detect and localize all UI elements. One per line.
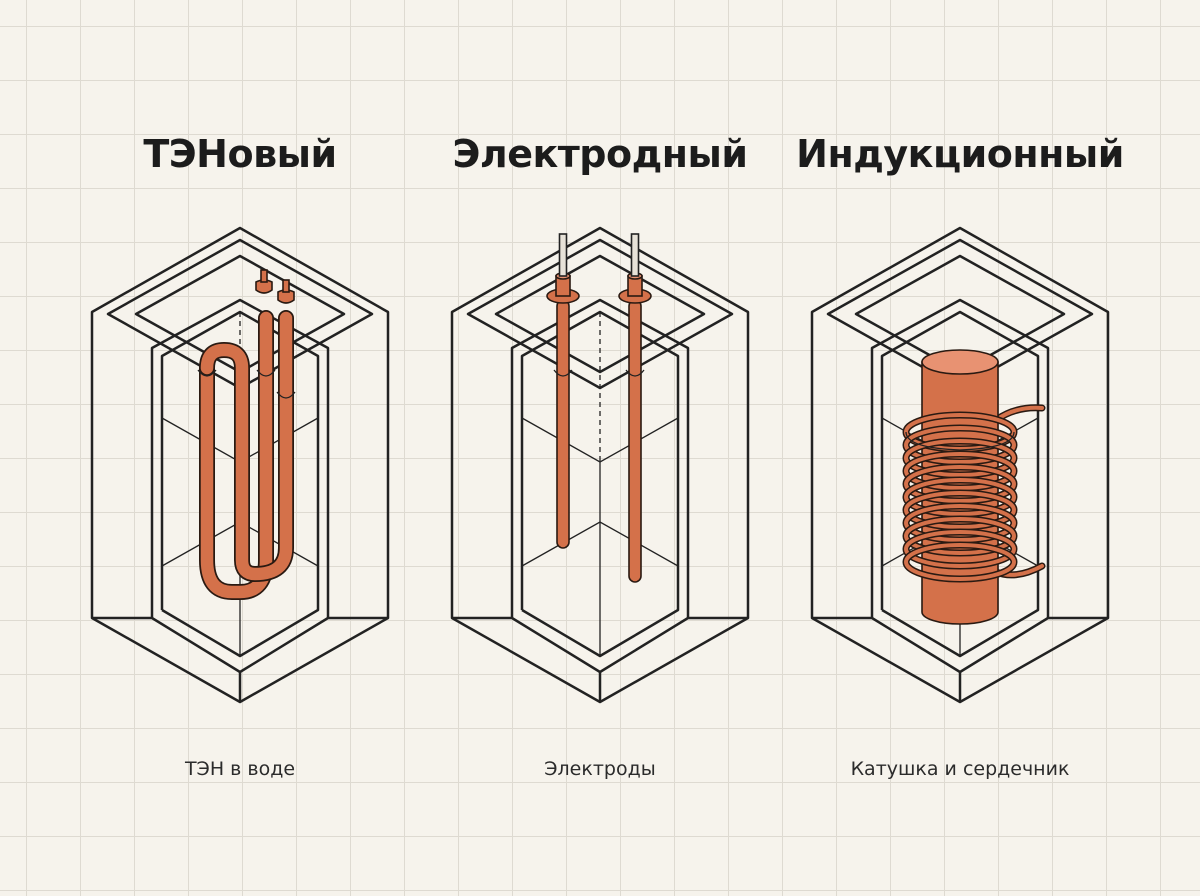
- panel-tubular-heater: ТЭНовый ТЭН в воде: [60, 0, 420, 896]
- panel-caption: ТЭН в воде: [184, 758, 296, 780]
- panel-caption: Катушка и сердечник: [850, 758, 1070, 780]
- panel-title: Электродный: [452, 132, 748, 176]
- panel-title: Индукционный: [796, 132, 1124, 176]
- tubular-heater-icon: [197, 269, 296, 600]
- boiler-housing: [450, 226, 750, 704]
- boiler-diagram: [810, 226, 1110, 704]
- panel-caption: Электроды: [544, 758, 656, 780]
- electrode-pair-icon: [546, 233, 652, 583]
- boiler-diagram: [90, 226, 390, 704]
- boiler-diagram: [450, 226, 750, 704]
- panel-electrode: Электродный: [420, 0, 780, 896]
- panel-title: ТЭНовый: [143, 132, 337, 176]
- panel-induction: Индукционный: [780, 0, 1140, 896]
- induction-coil-icon: [902, 349, 1046, 625]
